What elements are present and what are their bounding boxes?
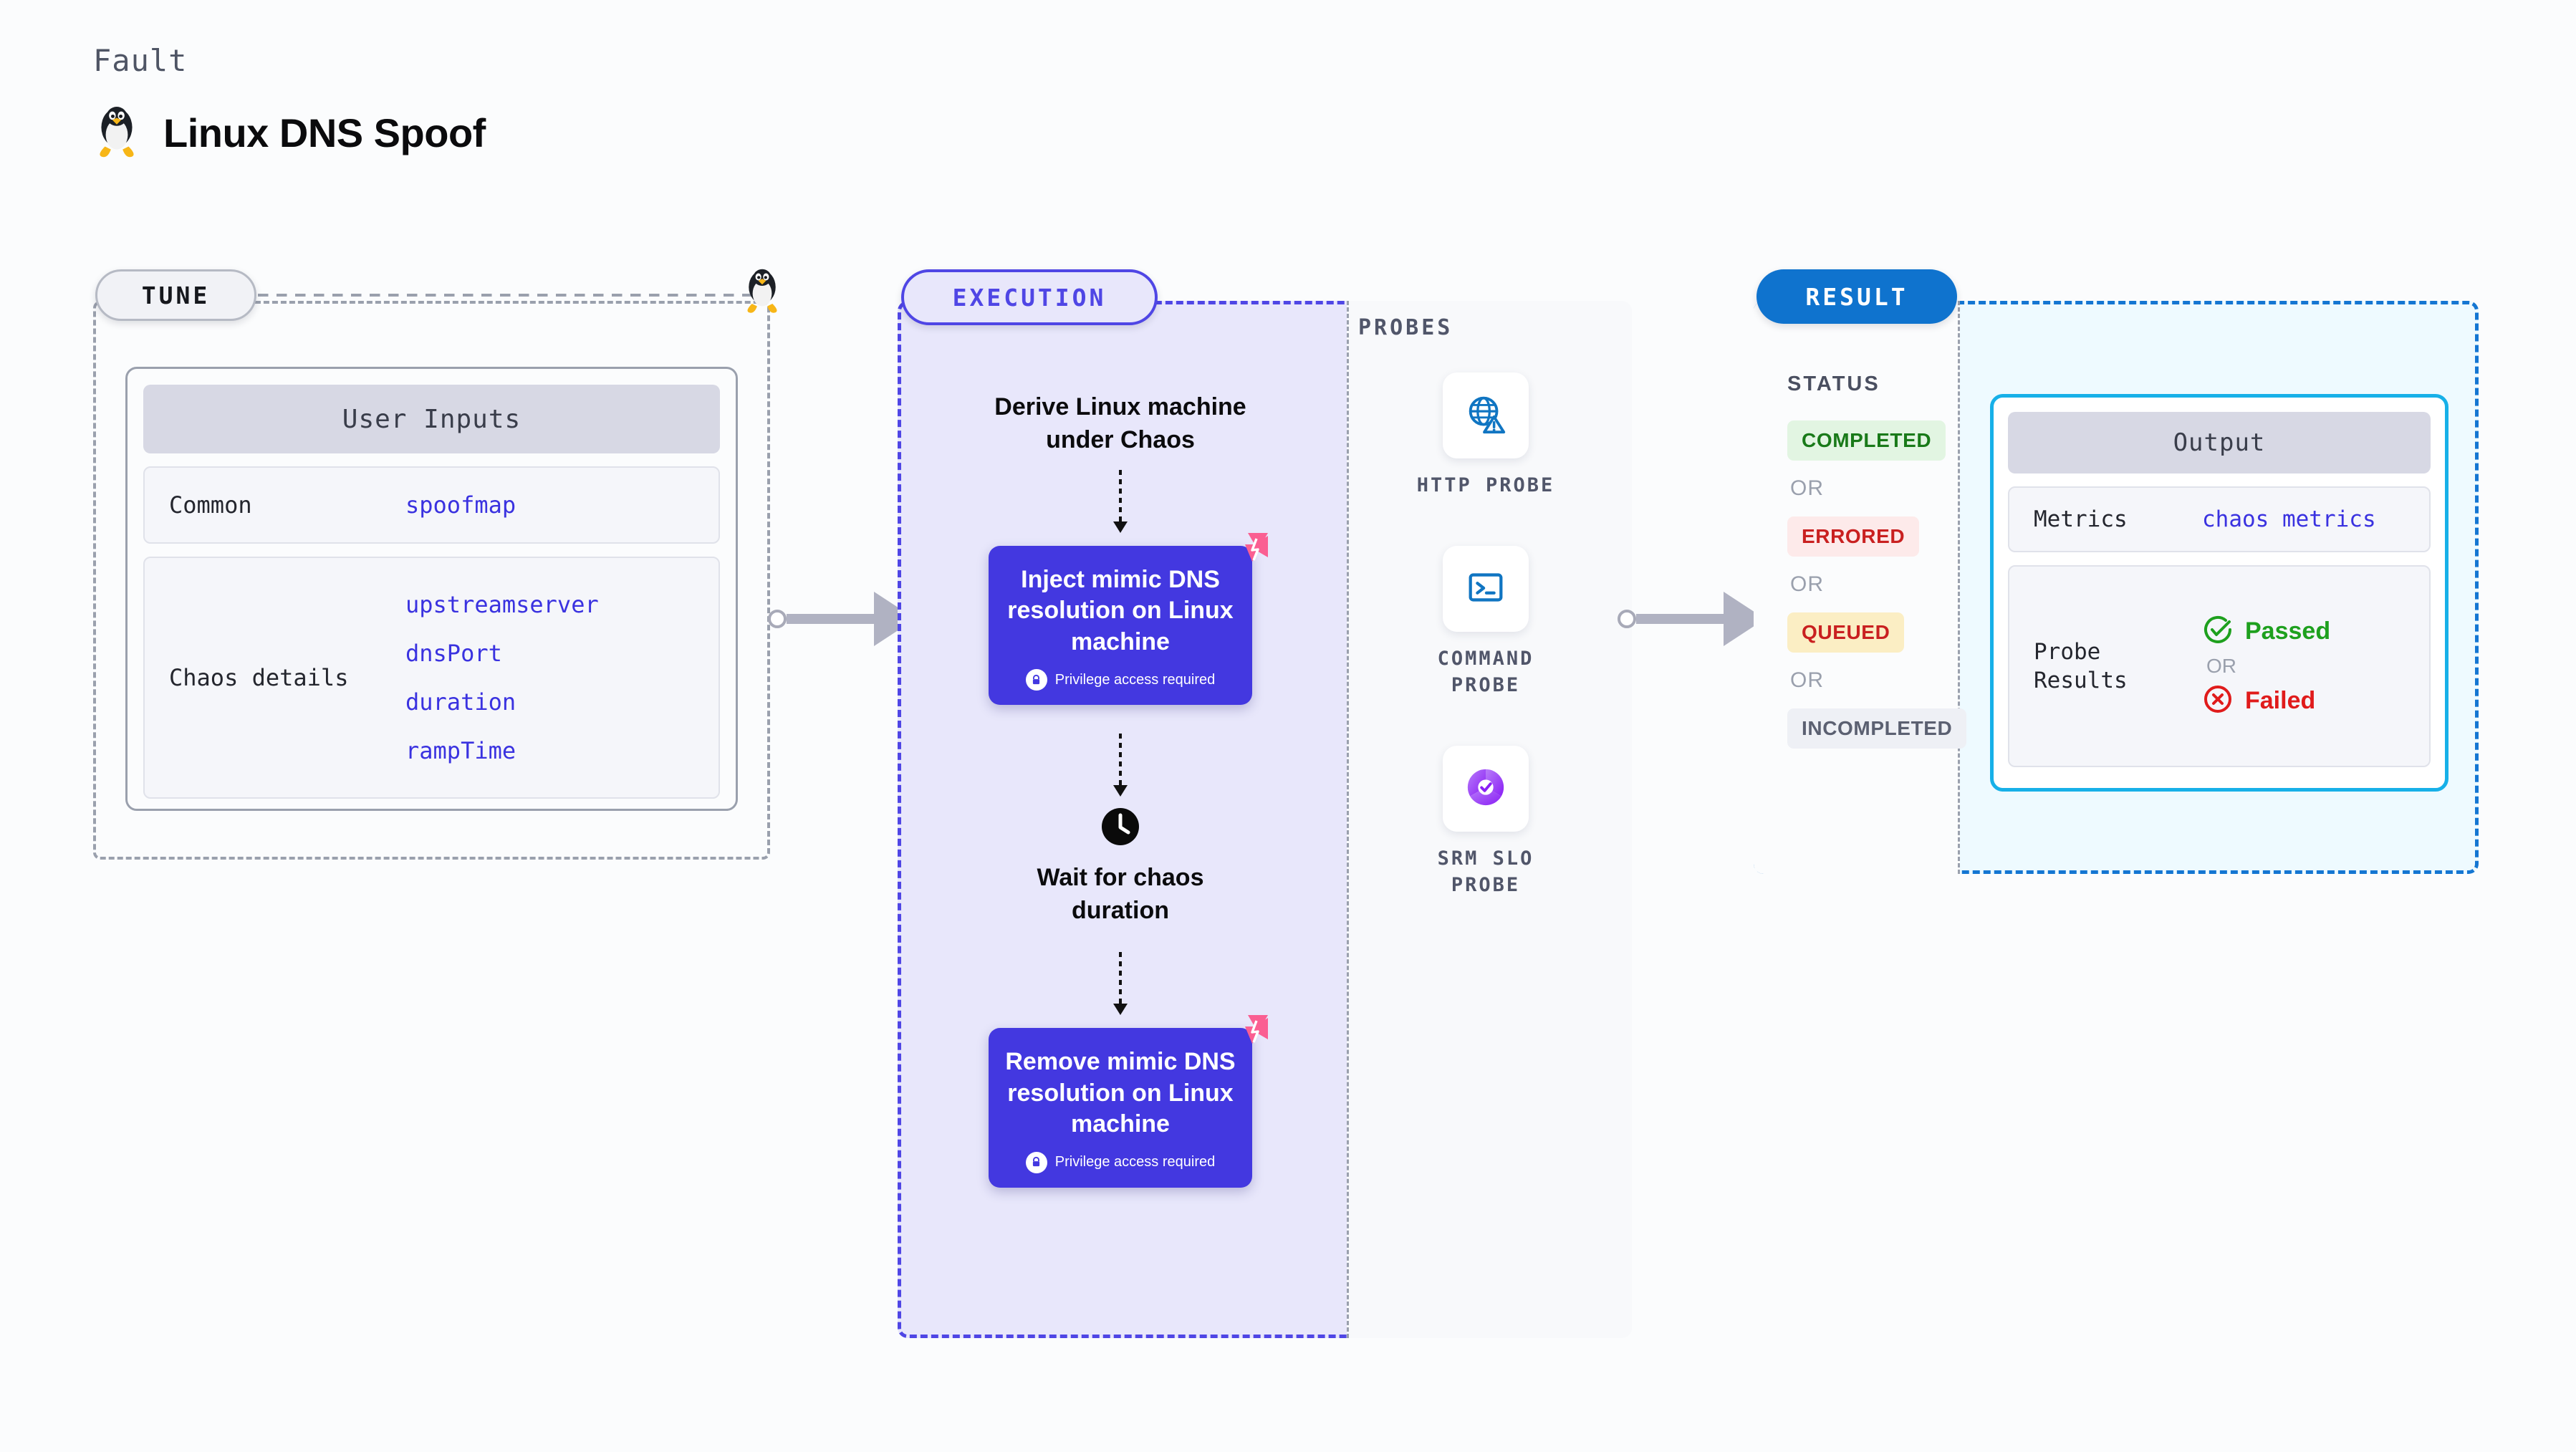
tune-row-common-key: Common <box>169 491 252 519</box>
tune-row-common-values: spoofmap <box>405 491 516 519</box>
result-status-column <box>1754 301 1960 874</box>
probe-item-srm-slo[interactable]: SRM SLO PROBE <box>1438 746 1534 898</box>
output-row-probe-results: Probe Results Passed OR <box>2008 565 2431 767</box>
page-header: Fault Linux DNS Spoof <box>93 43 486 160</box>
output-probe-values: Passed OR Failed <box>2202 614 2330 718</box>
status-badge-queued: QUEUED <box>1787 612 1905 653</box>
page-title-row: Linux DNS Spoof <box>93 105 486 160</box>
tune-row-chaos-details: Chaos details upstreamserver dnsPort dur… <box>143 557 720 799</box>
slo-donut-check-icon <box>1464 765 1508 813</box>
x-circle-icon <box>2202 683 2234 718</box>
connector-line <box>787 614 874 624</box>
connector-line <box>1636 614 1724 624</box>
output-title: Output <box>2008 412 2431 473</box>
tune-row-chaos-values: upstreamserver dnsPort duration rampTime <box>405 591 599 764</box>
status-or-3: OR <box>1790 668 1824 692</box>
output-metrics-value[interactable]: chaos metrics <box>2202 506 2376 532</box>
param-upstreamserver[interactable]: upstreamserver <box>405 591 599 618</box>
probe-label-command: COMMAND PROBE <box>1437 648 1534 696</box>
connector-start-dot <box>1618 610 1636 628</box>
probe-card-http[interactable] <box>1443 372 1529 458</box>
param-spoofmap[interactable]: spoofmap <box>405 491 516 519</box>
probe-result-passed: Passed <box>2202 614 2330 649</box>
status-badge-completed: COMPLETED <box>1787 420 1946 461</box>
output-metrics-key: Metrics <box>2034 506 2128 532</box>
stage-badge-result[interactable]: RESULT <box>1756 269 1957 324</box>
user-inputs-card: User Inputs Common spoofmap Chaos detail… <box>125 367 738 811</box>
terminal-icon <box>1464 565 1508 613</box>
probe-item-http[interactable]: HTTP PROBE <box>1417 372 1555 499</box>
output-row-metrics: Metrics chaos metrics <box>2008 486 2431 552</box>
status-or-1: OR <box>1790 476 1824 500</box>
param-dnsport[interactable]: dnsPort <box>405 640 502 667</box>
tune-linux-tux-icon <box>741 268 783 319</box>
tune-row-common: Common spoofmap <box>143 466 720 544</box>
tune-row-chaos-key: Chaos details <box>169 664 349 691</box>
status-or-2: OR <box>1790 572 1824 596</box>
probes-title: PROBES <box>1358 315 1453 340</box>
probe-result-failed-label: Failed <box>2245 687 2316 714</box>
probe-item-command[interactable]: COMMAND PROBE <box>1438 546 1534 698</box>
output-card: Output Metrics chaos metrics Probe Resul… <box>1990 394 2448 792</box>
user-inputs-title: User Inputs <box>143 385 720 453</box>
status-heading: STATUS <box>1787 372 1880 395</box>
tune-leader-line <box>258 294 752 297</box>
probe-card-command[interactable] <box>1442 546 1529 633</box>
probes-list: HTTP PROBE COMMAND PROBE <box>1343 372 1628 898</box>
probe-label-http: HTTP PROBE <box>1416 474 1555 496</box>
globe-warning-icon <box>1464 392 1508 440</box>
param-ramptime[interactable]: rampTime <box>405 737 516 764</box>
param-duration[interactable]: duration <box>405 688 516 716</box>
probe-result-failed: Failed <box>2202 683 2330 718</box>
stage-badge-tune[interactable]: TUNE <box>95 269 256 321</box>
status-badge-errored: ERRORED <box>1787 516 1920 557</box>
probe-result-passed-label: Passed <box>2245 617 2331 645</box>
output-probe-key: Probe Results <box>2034 638 2128 693</box>
status-badge-incompleted: INCOMPLETED <box>1787 708 1967 749</box>
connector-start-dot <box>768 610 787 628</box>
stage-badge-execution[interactable]: EXECUTION <box>901 269 1158 325</box>
fault-kicker: Fault <box>93 43 188 78</box>
check-circle-icon <box>2202 614 2234 649</box>
linux-tux-icon <box>93 105 140 160</box>
page-title: Linux DNS Spoof <box>163 110 486 155</box>
status-list: STATUS COMPLETED OR ERRORED OR QUEUED OR… <box>1787 372 1967 749</box>
probe-card-srm-slo[interactable] <box>1442 746 1529 832</box>
probe-label-srm-slo: SRM SLO PROBE <box>1437 847 1534 896</box>
probe-result-or: OR <box>2206 655 2236 677</box>
